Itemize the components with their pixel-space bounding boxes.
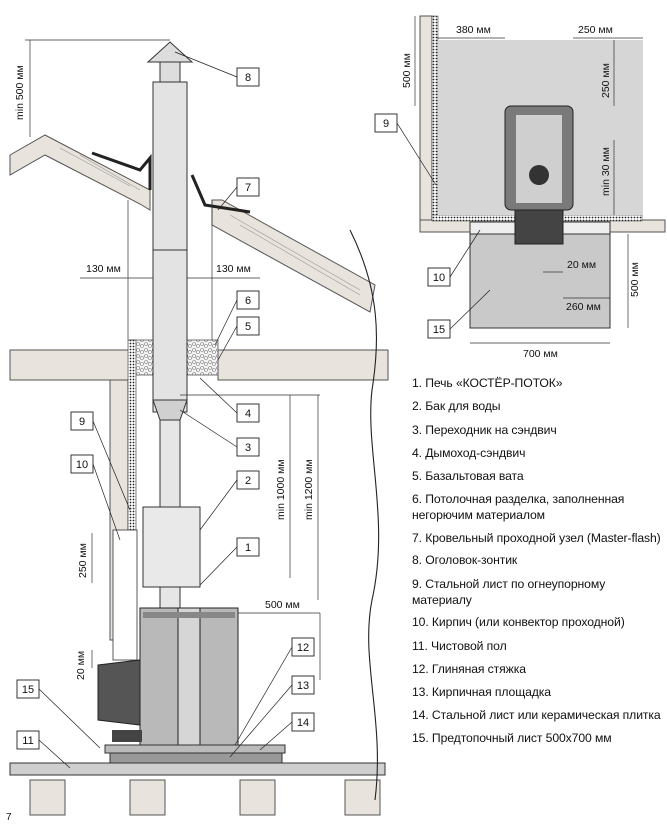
legend-item-7: 7. Кровельный проходной узел (Master-fla…: [412, 530, 661, 545]
callout-2: 2: [245, 475, 251, 487]
legend-item-4: 4. Дымоход-сэндвич: [412, 445, 526, 460]
dim-min-500: min 500 мм: [14, 65, 26, 120]
top-dim-250-v: 250 мм: [600, 63, 612, 98]
water-tank: [142, 506, 201, 588]
top-dim-250-h: 250 мм: [578, 24, 613, 36]
legend: 1. Печь «КОСТЁР-ПОТОК» 2. Бак для воды 3…: [412, 375, 662, 753]
finish-floor: [9, 762, 386, 776]
top-dim-500-v: 500 мм: [401, 53, 413, 88]
chimney-cap: [146, 41, 194, 63]
top-stove-door: [514, 209, 564, 245]
dim-130-left: 130 мм: [86, 263, 121, 275]
top-dim-500-right: 500 мм: [629, 262, 641, 297]
sandwich-adapter: [152, 399, 188, 421]
top-callout-10: 10: [433, 272, 445, 284]
callout-11: 11: [22, 735, 33, 747]
legend-item-11: 11. Чистовой пол: [412, 638, 507, 653]
legend-item-3: 3. Переходник на сэндвич: [412, 422, 557, 437]
stove-door: [97, 659, 141, 726]
top-dim-380: 380 мм: [456, 24, 491, 36]
legend-item-2: 2. Бак для воды: [412, 399, 501, 414]
page-number: 7: [6, 812, 12, 823]
legend-item-5: 5. Базальтовая вата: [412, 469, 524, 484]
hearth-sheet: [104, 744, 286, 754]
callout-1: 1: [245, 542, 251, 554]
legend-item-6: 6. Потолочная разделка, заполненная него…: [412, 492, 625, 523]
dim-20-side: 20 мм: [75, 651, 87, 680]
top-callout-15: 15: [433, 324, 445, 336]
callout-14: 14: [297, 717, 309, 729]
dim-250-side: 250 мм: [77, 543, 89, 578]
top-dim-260: 260 мм: [566, 301, 601, 313]
legend-item-9: 9. Стальной лист по огнеупорному материа…: [412, 576, 606, 607]
legend-item-1: 1. Печь «КОСТЁР-ПОТОК»: [412, 376, 563, 390]
clay-screed: [109, 752, 283, 764]
callout-4: 4: [245, 408, 251, 420]
top-wall-vertical: [419, 15, 433, 227]
callout-12: 12: [297, 642, 309, 654]
callout-6: 6: [245, 295, 251, 307]
callout-8: 8: [245, 72, 251, 84]
callout-3: 3: [245, 442, 251, 454]
legend-item-10: 10. Кирпич (или конвектор проходной): [412, 615, 625, 630]
chimney-top: [159, 61, 181, 83]
legend-item-15: 15. Предтопочный лист 500х700 мм: [412, 730, 612, 745]
callout-10: 10: [76, 459, 88, 471]
top-hearth-sheet: [469, 233, 611, 329]
callout-7: 7: [245, 182, 251, 194]
legend-item-13: 13. Кирпичная площадка: [412, 685, 551, 700]
legend-item-8: 8. Оголовок-зонтик: [412, 553, 518, 568]
roof-left: [9, 134, 151, 211]
top-dim-700: 700 мм: [523, 348, 558, 360]
dim-min-1200: min 1200 мм: [303, 459, 315, 520]
dim-min-1000: min 1000 мм: [275, 459, 287, 520]
legend-item-14: 14. Стальной лист или керамическая плитк…: [412, 708, 661, 723]
callout-5: 5: [245, 321, 251, 333]
legend-item-12: 12. Глиняная стяжка: [412, 661, 526, 676]
callout-9: 9: [79, 416, 85, 428]
top-callout-9: 9: [383, 118, 389, 130]
top-dim-20: 20 мм: [567, 259, 596, 271]
callout-15: 15: [22, 684, 34, 696]
dim-130-right: 130 мм: [216, 263, 251, 275]
top-chimney-hole: [529, 165, 549, 185]
callout-13: 13: [297, 680, 309, 692]
brick-side: [112, 529, 138, 661]
master-flash: [91, 151, 152, 190]
top-dim-min30: min 30 мм: [600, 147, 612, 196]
sandwich-pipe: [152, 81, 188, 413]
dim-500-side: 500 мм: [265, 599, 300, 611]
ceiling-beam: [9, 349, 131, 381]
